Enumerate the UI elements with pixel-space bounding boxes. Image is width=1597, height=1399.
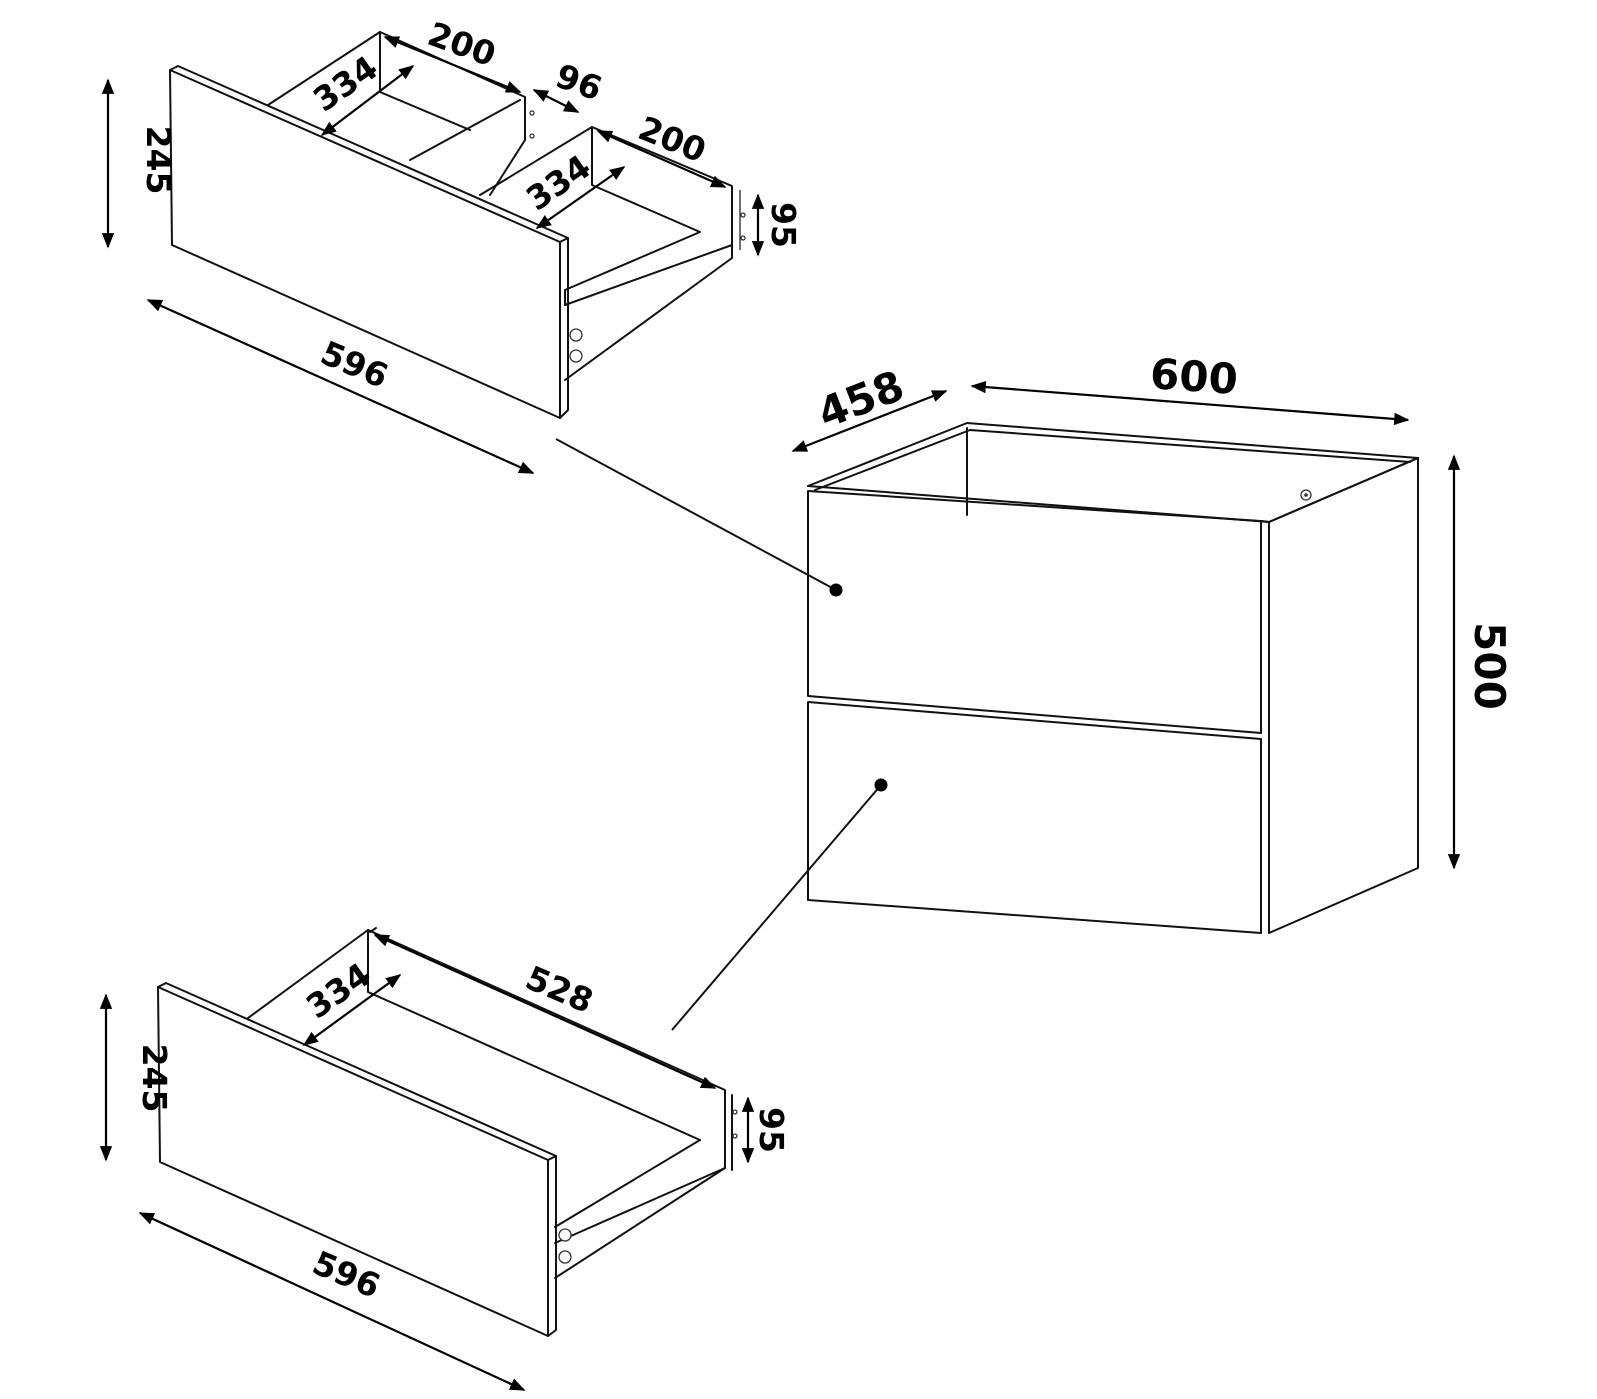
dowel-hole-icon: [740, 212, 746, 218]
dim-label-bottom-inner-width: 528: [520, 958, 599, 1021]
bottom-drawer: [157, 927, 738, 1337]
dim-arrow: [970, 380, 1410, 426]
leader-line: [555, 438, 837, 591]
dim-arrow: [320, 65, 415, 136]
dim-label-cabinet-depth: 458: [811, 361, 910, 438]
dowel-hole-icon: [732, 1133, 738, 1139]
dim-arrow: [383, 35, 522, 94]
dim-arrow: [596, 129, 727, 189]
dim-label-top-left-depth: 334: [306, 48, 385, 119]
leader-dot-icon: [829, 583, 843, 597]
dim-label-top-front-width: 596: [315, 333, 394, 396]
dim-label-bottom-inner-depth: 334: [299, 955, 378, 1026]
dim-arrow: [146, 298, 535, 475]
top-drawer: [169, 31, 746, 419]
dim-label-bottom-side-height: 95: [752, 1107, 791, 1153]
dowel-hole-icon: [558, 1228, 572, 1242]
dowel-hole-icon: [732, 1109, 738, 1115]
dim-arrow: [138, 1212, 526, 1391]
dim-arrow: [791, 389, 948, 453]
dim-arrow: [373, 933, 717, 1090]
dowel-hole-icon: [569, 328, 583, 342]
dim-label-bottom-height: 245: [135, 1044, 174, 1113]
dim-label-top-gap: 96: [551, 56, 608, 108]
dim-arrow: [532, 89, 580, 113]
dim-label-cabinet-width: 600: [1149, 349, 1240, 404]
leader-dot-icon: [874, 778, 888, 792]
dowel-hole-icon: [740, 235, 746, 241]
dim-label-cabinet-height: 500: [1465, 622, 1514, 710]
dowel-hole-icon: [558, 1250, 572, 1264]
dim-label-top-left-width: 200: [423, 14, 501, 74]
leader-line: [671, 784, 882, 1031]
dowel-hole-icon: [529, 110, 535, 116]
dim-label-top-right-depth: 334: [519, 147, 598, 218]
dim-label-top-side-height: 95: [764, 202, 803, 248]
dowel-hole-icon: [569, 349, 583, 363]
dowel-hole-icon: [529, 133, 535, 139]
cabinet: [807, 422, 1419, 934]
dim-label-top-height: 245: [139, 126, 178, 195]
dim-arrow: [535, 166, 626, 229]
